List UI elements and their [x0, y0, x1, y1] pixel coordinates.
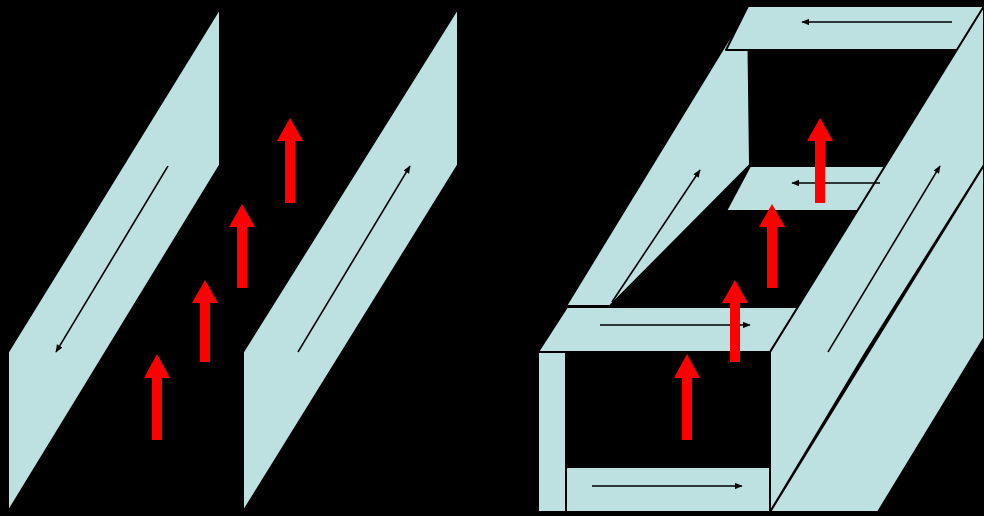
- field-arrow: [229, 204, 255, 288]
- front-top-plate: [537, 306, 799, 353]
- field-arrow: [277, 118, 303, 203]
- rectangular-loop-figure: [537, 5, 984, 513]
- right-wall-face: [769, 164, 984, 513]
- field-arrow: [144, 354, 170, 440]
- left-wall-current-arrow: [611, 169, 701, 303]
- field-arrow: [807, 118, 833, 203]
- field-arrow: [759, 204, 785, 288]
- field-arrow: [722, 280, 748, 362]
- parallel-plates-figure: [7, 7, 459, 513]
- field-arrows-right: [674, 118, 833, 440]
- bottom-plate: [537, 466, 799, 513]
- right-wall-current-arrow: [827, 165, 941, 353]
- field-arrow: [674, 354, 700, 440]
- top-plate: [725, 5, 984, 51]
- right-wall: [769, 5, 984, 513]
- left-plate-current-arrow: [55, 165, 169, 353]
- field-arrow: [192, 280, 218, 362]
- right-plate: [242, 7, 459, 513]
- left-plate: [7, 7, 221, 513]
- right-plate-current-arrow: [297, 165, 411, 353]
- left-wall-edge: [609, 164, 751, 307]
- field-arrows-left: [144, 118, 303, 440]
- front-left-post: [537, 351, 567, 513]
